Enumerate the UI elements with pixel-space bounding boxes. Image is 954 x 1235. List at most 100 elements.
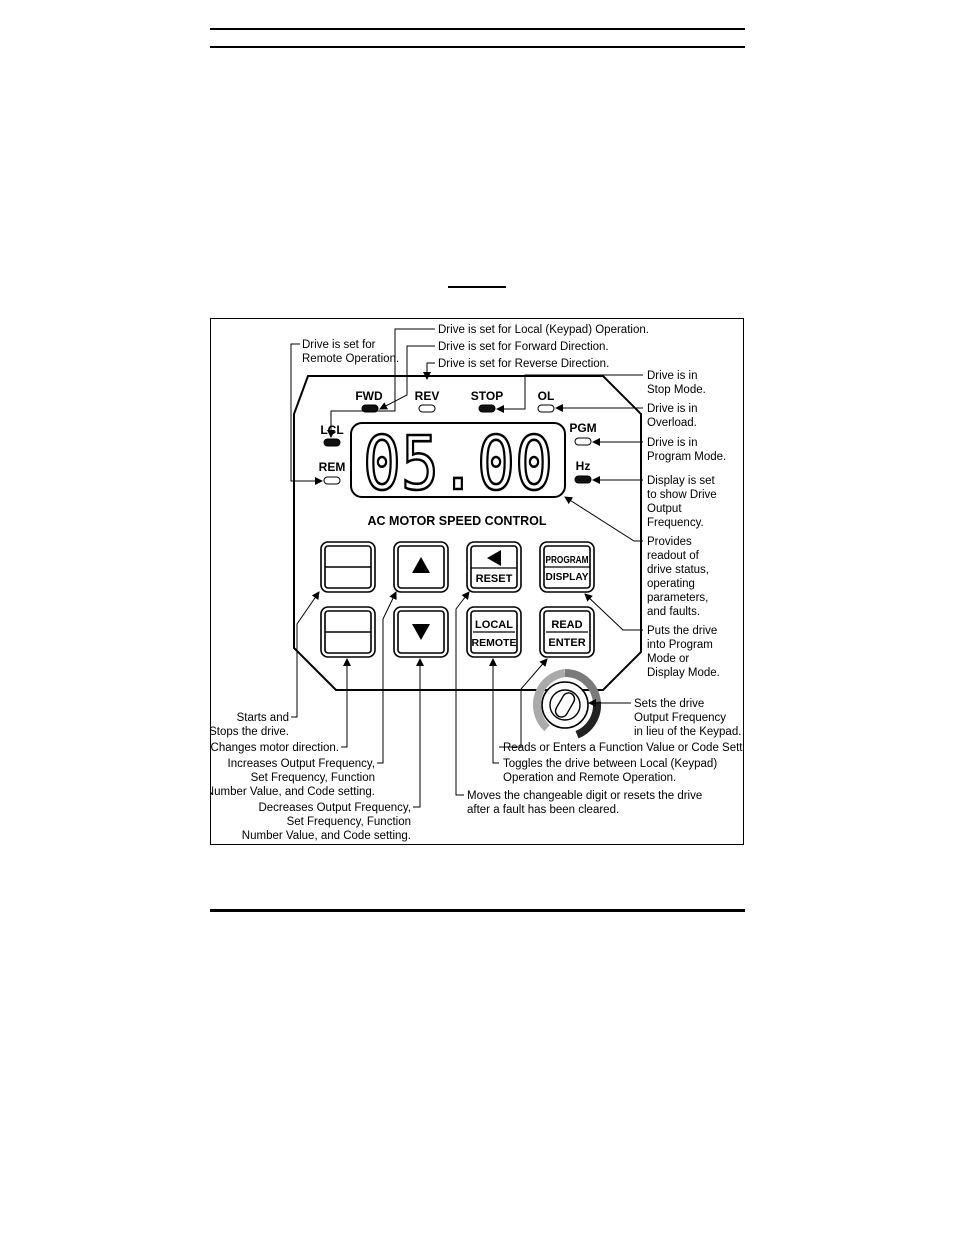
display-label: DISPLAY [546, 571, 589, 583]
program-display-button[interactable]: PROGRAM DISPLAY [539, 541, 595, 593]
caption-underline [448, 286, 506, 288]
annotation-program-1: Drive is in [647, 437, 697, 449]
annotation-increase-2: Set Frequency, Function [251, 772, 375, 784]
panel-title: AC MOTOR SPEED CONTROL [368, 514, 547, 528]
annotation-readout-2: readout of [647, 550, 700, 562]
leader-stop [496, 374, 643, 413]
annotation-overload-2: Overload. [647, 417, 697, 429]
pgm-label: PGM [569, 421, 596, 435]
annotation-decrease-1: Decreases Output Frequency, [258, 802, 411, 814]
annotation-stop-2: Stop Mode. [647, 384, 706, 396]
annotation-readout-3: drive status, [647, 564, 709, 576]
annotation-start-stop-2: Stops the drive. [211, 726, 289, 738]
annotation-reset-2: after a fault has been cleared. [467, 804, 619, 816]
decrease-button[interactable] [393, 606, 449, 658]
leader-start-stop [291, 591, 320, 718]
annotation-hz-1: Display is set [647, 475, 716, 487]
annotation-local: Drive is set for Local (Keypad) Operatio… [438, 324, 649, 336]
stop-led [478, 404, 496, 413]
leader-remote [290, 343, 323, 485]
leader-decrease [413, 658, 424, 808]
annotation-program-display-2: into Program [647, 639, 713, 651]
annotation-read-enter: Reads or Enters a Function Value or Code… [503, 742, 743, 754]
local-label: LOCAL [475, 619, 513, 631]
leader-read-enter [499, 658, 548, 748]
read-label: READ [551, 619, 582, 631]
annotation-pot-2: Output Frequency [634, 712, 726, 724]
annotation-readout-1: Provides [647, 536, 692, 548]
direction-button[interactable] [320, 606, 376, 658]
leader-increase [377, 591, 397, 764]
annotation-increase-3: Number Value, and Code setting. [211, 786, 375, 798]
annotation-program-display-4: Display Mode. [647, 667, 720, 679]
lcl-led [323, 438, 341, 447]
annotation-readout-4: operating [647, 578, 695, 590]
start-stop-button[interactable] [320, 541, 376, 593]
stop-label: STOP [471, 389, 503, 403]
fwd-led [361, 404, 379, 413]
leader-direction [341, 658, 351, 748]
annotation-remote-2: Remote Operation. [302, 353, 399, 365]
fwd-label: FWD [355, 389, 383, 403]
annotation-direction: Changes motor direction. [211, 742, 339, 754]
annotation-decrease-2: Set Frequency, Function [287, 816, 411, 828]
leader-reverse [423, 362, 435, 380]
keypad-figure: FWD REV STOP OL LCL REM PGM Hz 05.00 AC … [210, 318, 744, 845]
annotation-local-remote-2: Operation and Remote Operation. [503, 772, 676, 784]
annotation-decrease-3: Number Value, and Code setting. [242, 830, 411, 842]
reset-button[interactable]: RESET [466, 541, 522, 593]
annotation-reset-1: Moves the changeable digit or resets the… [467, 790, 702, 802]
annotation-pot-1: Sets the drive [634, 698, 704, 710]
header-rule-bottom [210, 46, 745, 48]
annotation-remote-1: Drive is set for [302, 339, 376, 351]
hz-led [574, 475, 592, 484]
annotation-hz-4: Frequency. [647, 517, 704, 529]
local-remote-button[interactable]: LOCAL REMOTE [466, 606, 522, 658]
led-display [350, 422, 566, 498]
rem-led [323, 476, 341, 485]
leader-readout [564, 496, 643, 542]
remote-label: REMOTE [472, 637, 517, 649]
annotation-local-remote-1: Toggles the drive between Local (Keypad) [503, 758, 717, 770]
down-arrow-icon [412, 624, 430, 640]
footer-rule [210, 909, 745, 912]
up-arrow-icon [412, 557, 430, 573]
rev-label: REV [415, 389, 440, 403]
annotation-program-display-3: Mode or [647, 653, 689, 665]
annotation-overload-1: Drive is in [647, 403, 697, 415]
display-digits: 05.00 [363, 421, 553, 507]
annotation-readout-6: and faults. [647, 606, 700, 618]
leader-reset [455, 591, 470, 796]
keypad-diagram: FWD REV STOP OL LCL REM PGM Hz 05.00 AC … [211, 324, 743, 842]
annotation-hz-2: to show Drive [647, 489, 717, 501]
lcl-label: LCL [320, 423, 343, 437]
frequency-potentiometer[interactable] [532, 668, 602, 739]
ol-led [537, 404, 555, 413]
rev-led [418, 404, 436, 413]
annotation-reverse: Drive is set for Reverse Direction. [438, 358, 609, 370]
leader-local-remote [489, 658, 499, 764]
increase-button[interactable] [393, 541, 449, 593]
annotation-hz-3: Output [647, 503, 682, 515]
leader-forward [379, 345, 435, 410]
annotation-start-stop-1: Starts and [237, 712, 289, 724]
leader-local [327, 328, 435, 438]
rem-label: REM [319, 460, 346, 474]
enter-label: ENTER [548, 637, 585, 649]
header-rule-top [210, 28, 745, 30]
left-arrow-icon [487, 550, 501, 566]
pgm-led [574, 437, 592, 446]
annotation-forward: Drive is set for Forward Direction. [438, 341, 609, 353]
annotation-program-display-1: Puts the drive [647, 625, 717, 637]
read-enter-button[interactable]: READ ENTER [539, 606, 595, 658]
reset-label: RESET [476, 573, 513, 585]
program-label: PROGRAM [546, 555, 589, 566]
ol-label: OL [538, 389, 555, 403]
annotation-stop-1: Drive is in [647, 370, 697, 382]
annotation-pot-3: in lieu of the Keypad. [634, 726, 741, 738]
annotation-program-2: Program Mode. [647, 451, 726, 463]
leader-program-display [584, 593, 643, 631]
annotation-readout-5: parameters, [647, 592, 708, 604]
annotation-increase-1: Increases Output Frequency, [228, 758, 375, 770]
hz-label: Hz [576, 459, 591, 473]
